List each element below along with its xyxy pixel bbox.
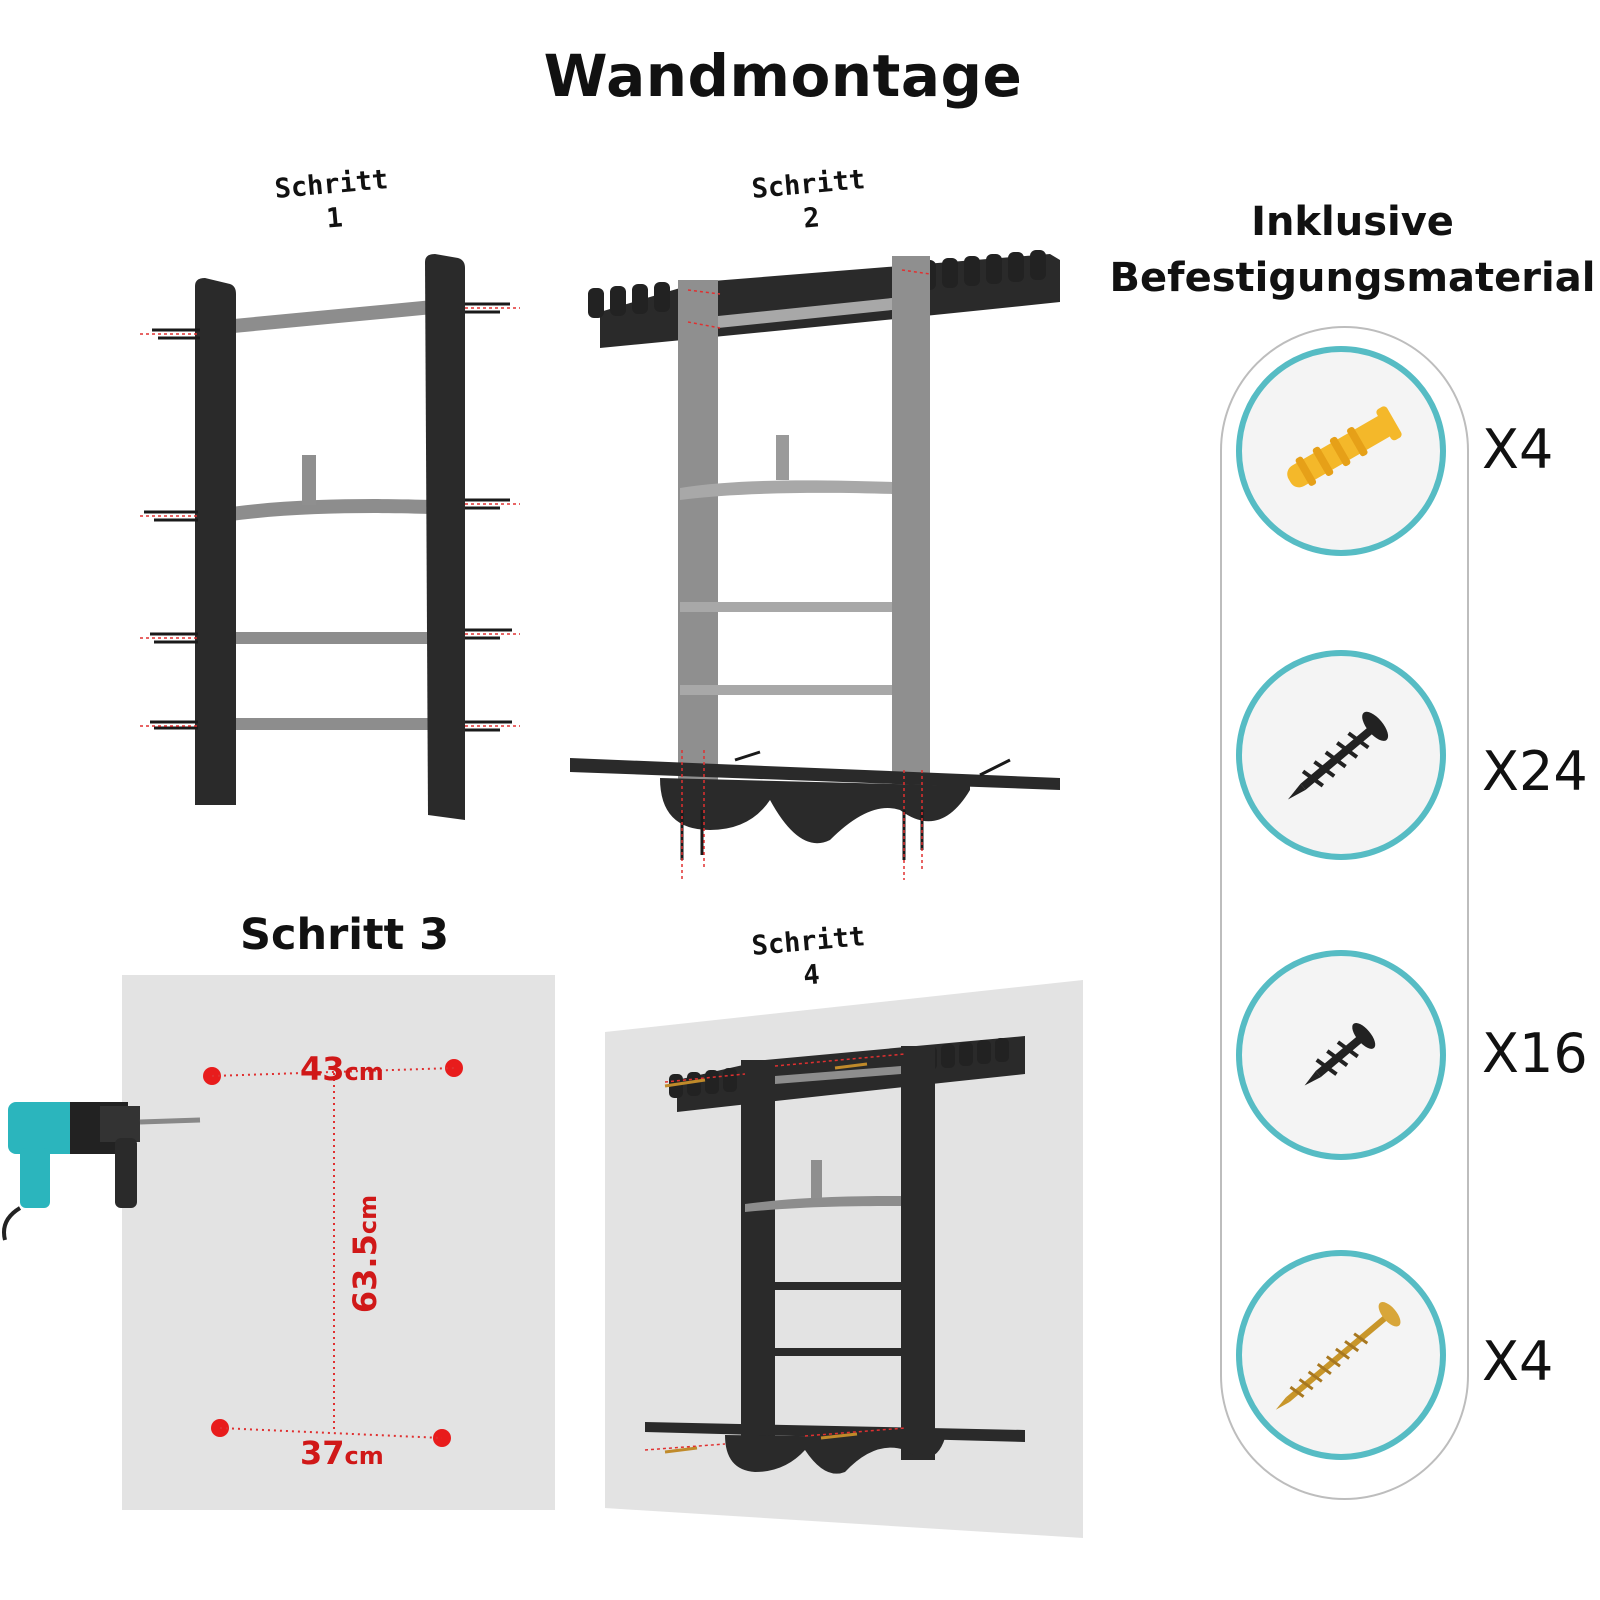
- black-screw-short-qty: X16: [1482, 1022, 1588, 1085]
- mounted-right-panel: [901, 1046, 935, 1460]
- frame-shelf-3: [680, 602, 892, 612]
- step-3-label: Schritt 3: [240, 910, 450, 960]
- frame-right-panel: [892, 256, 930, 790]
- bottom-rail: [570, 758, 1060, 790]
- mounted-bottom-rail: [645, 1422, 1025, 1442]
- top-cue-holders: [588, 250, 1046, 318]
- dimension-vertical: 63.5cm: [346, 1194, 385, 1314]
- hardware-title: Inklusive Befestigungsmaterial: [1109, 199, 1596, 301]
- mounted-gold-screws: [664, 1062, 868, 1454]
- frame-left-panel: [678, 280, 718, 790]
- step-2-illustration: [570, 250, 1060, 880]
- left-panel: [195, 278, 236, 805]
- screws-right: [465, 302, 512, 732]
- wall-anchor-icon: [1236, 346, 1446, 556]
- dimension-top: 43cm: [300, 1050, 384, 1088]
- frame-guides: [681, 269, 931, 880]
- bottom-curved-base: [660, 778, 970, 844]
- step-3-drill-layout: [2, 1059, 463, 1447]
- gold-screw-icon: [1236, 1250, 1446, 1460]
- right-panel: [425, 254, 465, 820]
- mounted-peg: [811, 1160, 822, 1198]
- mounted-shelf-4: [745, 1348, 901, 1356]
- mounted-guides: [644, 1053, 906, 1451]
- frame-peg: [776, 435, 789, 480]
- frame-shelf-1: [718, 298, 892, 328]
- dimension-bottom: 37cm: [300, 1434, 384, 1472]
- mounted-shelf-1: [775, 1066, 901, 1084]
- black-screw-short-icon: [1236, 950, 1446, 1160]
- step-3-wall: [122, 975, 555, 1510]
- center-peg: [302, 455, 316, 505]
- black-screw-long-qty: X24: [1482, 740, 1588, 803]
- mounted-shelf-3: [745, 1282, 901, 1290]
- black-screw-long-icon: [1236, 650, 1446, 860]
- dimension-lines: [211, 1067, 455, 1439]
- gold-screw-qty: X4: [1482, 1330, 1554, 1393]
- shelf-3: [202, 632, 433, 644]
- page-title: Wandmontage: [543, 42, 1023, 110]
- step-1-illustration: [140, 254, 520, 820]
- step-1-label: Schritt 1: [273, 164, 390, 235]
- screws-left: [144, 328, 200, 730]
- screw-guides: [140, 307, 520, 727]
- drill-point-top-right: [445, 1059, 463, 1077]
- mounted-left-panel: [741, 1060, 775, 1460]
- drill-icon: [2, 1102, 201, 1241]
- frame-shelf-4: [680, 685, 892, 695]
- shelf-2: [202, 499, 433, 526]
- frame-shelf-2: [680, 480, 892, 500]
- anchor-qty: X4: [1482, 418, 1554, 481]
- step-4-illustration: [605, 980, 1083, 1538]
- shelf-4: [202, 718, 433, 730]
- mounted-curved-base: [725, 1435, 945, 1474]
- shelf-1: [202, 300, 433, 336]
- mounted-shelf-2: [745, 1196, 901, 1212]
- step-4-wall: [605, 980, 1083, 1538]
